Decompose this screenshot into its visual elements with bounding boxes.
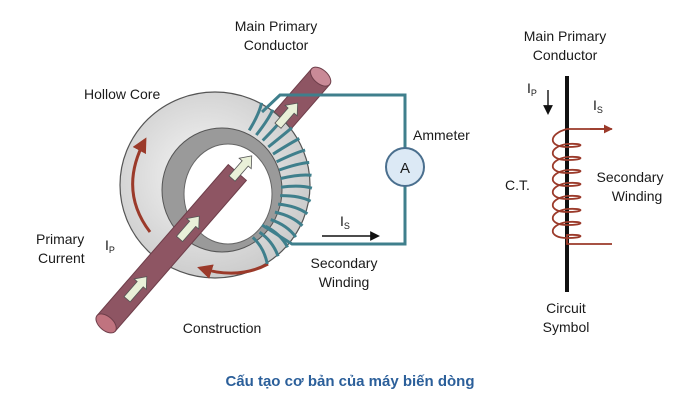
winding-turn bbox=[280, 173, 312, 180]
secondary-winding-label: Secondary bbox=[311, 255, 378, 271]
winding-turn bbox=[278, 161, 310, 172]
ammeter-label: Ammeter bbox=[413, 127, 470, 143]
winding-turn bbox=[275, 148, 306, 164]
symbol-ip-label: IP bbox=[527, 80, 537, 98]
winding-turn bbox=[270, 218, 298, 239]
ammeter-icon bbox=[385, 147, 425, 187]
conductor-arrow-4 bbox=[274, 102, 299, 129]
secondary-winding-coil bbox=[247, 102, 313, 265]
ct-label: C.T. bbox=[505, 177, 530, 193]
winding-turn bbox=[280, 184, 313, 190]
construction-view: A Main Primary Conductor Hollow Core Amm… bbox=[36, 18, 470, 336]
symbol-is-label: IS bbox=[593, 97, 603, 115]
symbol-secondary-winding-label-2: Winding bbox=[612, 188, 663, 204]
conductor-arrow-2 bbox=[175, 215, 200, 243]
main-primary-conductor-label-2: Conductor bbox=[244, 37, 309, 53]
primary-current-label-2: Current bbox=[38, 250, 85, 266]
symbol-secondary-winding-label: Secondary bbox=[597, 169, 664, 185]
winding-turn bbox=[267, 126, 293, 149]
winding-turn bbox=[251, 236, 269, 265]
primary-conductor-front bbox=[95, 102, 299, 334]
primary-current-label: Primary bbox=[36, 231, 84, 247]
is-label: IS bbox=[340, 213, 350, 231]
circuit-symbol-label: Circuit bbox=[546, 300, 586, 316]
caption: Cấu tạo cơ bản của máy biến dòng bbox=[225, 373, 474, 390]
main-primary-conductor-label: Main Primary bbox=[235, 18, 317, 34]
hollow-core-label: Hollow Core bbox=[84, 86, 160, 102]
symbol-main-primary-conductor-label-2: Conductor bbox=[533, 47, 598, 63]
winding-turn bbox=[274, 210, 304, 227]
symbol-main-primary-conductor-label: Main Primary bbox=[524, 28, 606, 44]
ammeter-circuit bbox=[260, 93, 407, 246]
winding-turn bbox=[258, 231, 280, 257]
conductor-arrow-1 bbox=[123, 276, 148, 303]
ip-label: IP bbox=[105, 237, 115, 255]
conductor-arrow-3 bbox=[228, 155, 253, 182]
winding-turn bbox=[247, 102, 264, 132]
circuit-symbol-label-2: Symbol bbox=[543, 319, 590, 335]
circuit-symbol-view: Main Primary Conductor IP IS C.T. Second… bbox=[505, 28, 663, 335]
winding-turn bbox=[277, 202, 309, 216]
flux-arrow-left bbox=[131, 137, 152, 233]
symbol-coil-path bbox=[551, 128, 612, 245]
secondary-winding-label-2: Winding bbox=[319, 274, 370, 290]
construction-label: Construction bbox=[183, 320, 262, 336]
winding-turn bbox=[272, 137, 300, 156]
ammeter-symbol: A bbox=[400, 160, 410, 177]
symbol-secondary-coil bbox=[551, 128, 612, 245]
winding-turn bbox=[280, 194, 312, 203]
flux-arrow-bottom bbox=[197, 262, 269, 279]
winding-turn bbox=[255, 109, 275, 136]
